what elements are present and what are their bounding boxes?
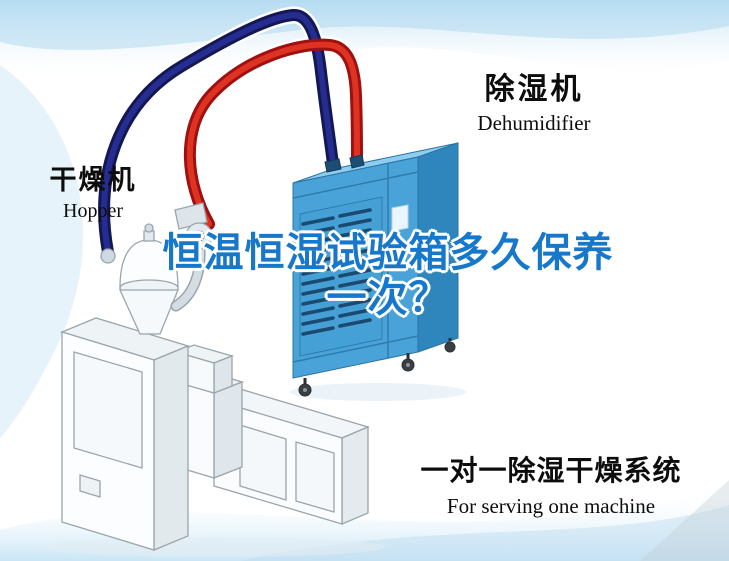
machine-mid-side xyxy=(213,381,243,479)
dehumidifier-casters xyxy=(298,338,456,397)
dehumidifier-vents xyxy=(301,208,372,336)
page-corner xyxy=(640,480,729,561)
hose-connector-red xyxy=(349,154,365,169)
page-title-line1: 恒温恒湿试验箱多久保养 xyxy=(162,231,614,275)
dehumidifier-sticker xyxy=(391,204,409,232)
pipes xyxy=(95,6,366,261)
dehumidifier-label-cn: 除湿机 xyxy=(484,73,584,106)
hopper-label-cn: 干燥机 xyxy=(49,165,137,195)
system-caption-cn: 一对一除湿干燥系统 xyxy=(420,455,682,486)
dehumidifier-seams xyxy=(292,163,419,363)
system-caption: 一对一除湿干燥系统 For serving one machine xyxy=(396,449,706,519)
system-caption-en: For serving one machine xyxy=(446,494,656,518)
page-title: 恒温恒湿试验箱多久保养 一次？ xyxy=(58,231,718,321)
navy-pipe-highlight xyxy=(101,12,336,255)
dehumidifier-label-en: Dehumidifier xyxy=(477,111,591,135)
navy-hose-fitting xyxy=(100,248,116,264)
page-title-line2: 一次？ xyxy=(326,275,450,320)
hopper-label-en: Hopper xyxy=(63,200,123,222)
cabinet-door-panel xyxy=(73,351,143,469)
dehumidifier-shadow xyxy=(290,383,466,401)
machine-window-1 xyxy=(239,424,287,501)
hopper-label: 干燥机 Hopper xyxy=(26,158,160,223)
red-pipe-highlight xyxy=(186,41,360,227)
hopper-duct xyxy=(172,246,205,310)
machine-right-side xyxy=(341,426,369,525)
dehumidifier-handle xyxy=(396,251,402,267)
cabinet-vent-box xyxy=(79,474,101,498)
cabinet-side xyxy=(153,345,189,551)
dehumidifier-label: 除湿机 Dehumidifier xyxy=(438,64,630,136)
dehumidifier-machine xyxy=(292,142,459,397)
machine-window-2 xyxy=(295,441,335,513)
hopper-machine xyxy=(60,202,370,551)
hose-connector-navy xyxy=(324,158,342,173)
hopper-funnel xyxy=(118,289,179,335)
machine-cube-side xyxy=(213,355,233,394)
blower-hub xyxy=(193,230,205,242)
hopper-shadow xyxy=(45,537,385,557)
hopper-lid-knob-top xyxy=(144,223,154,233)
